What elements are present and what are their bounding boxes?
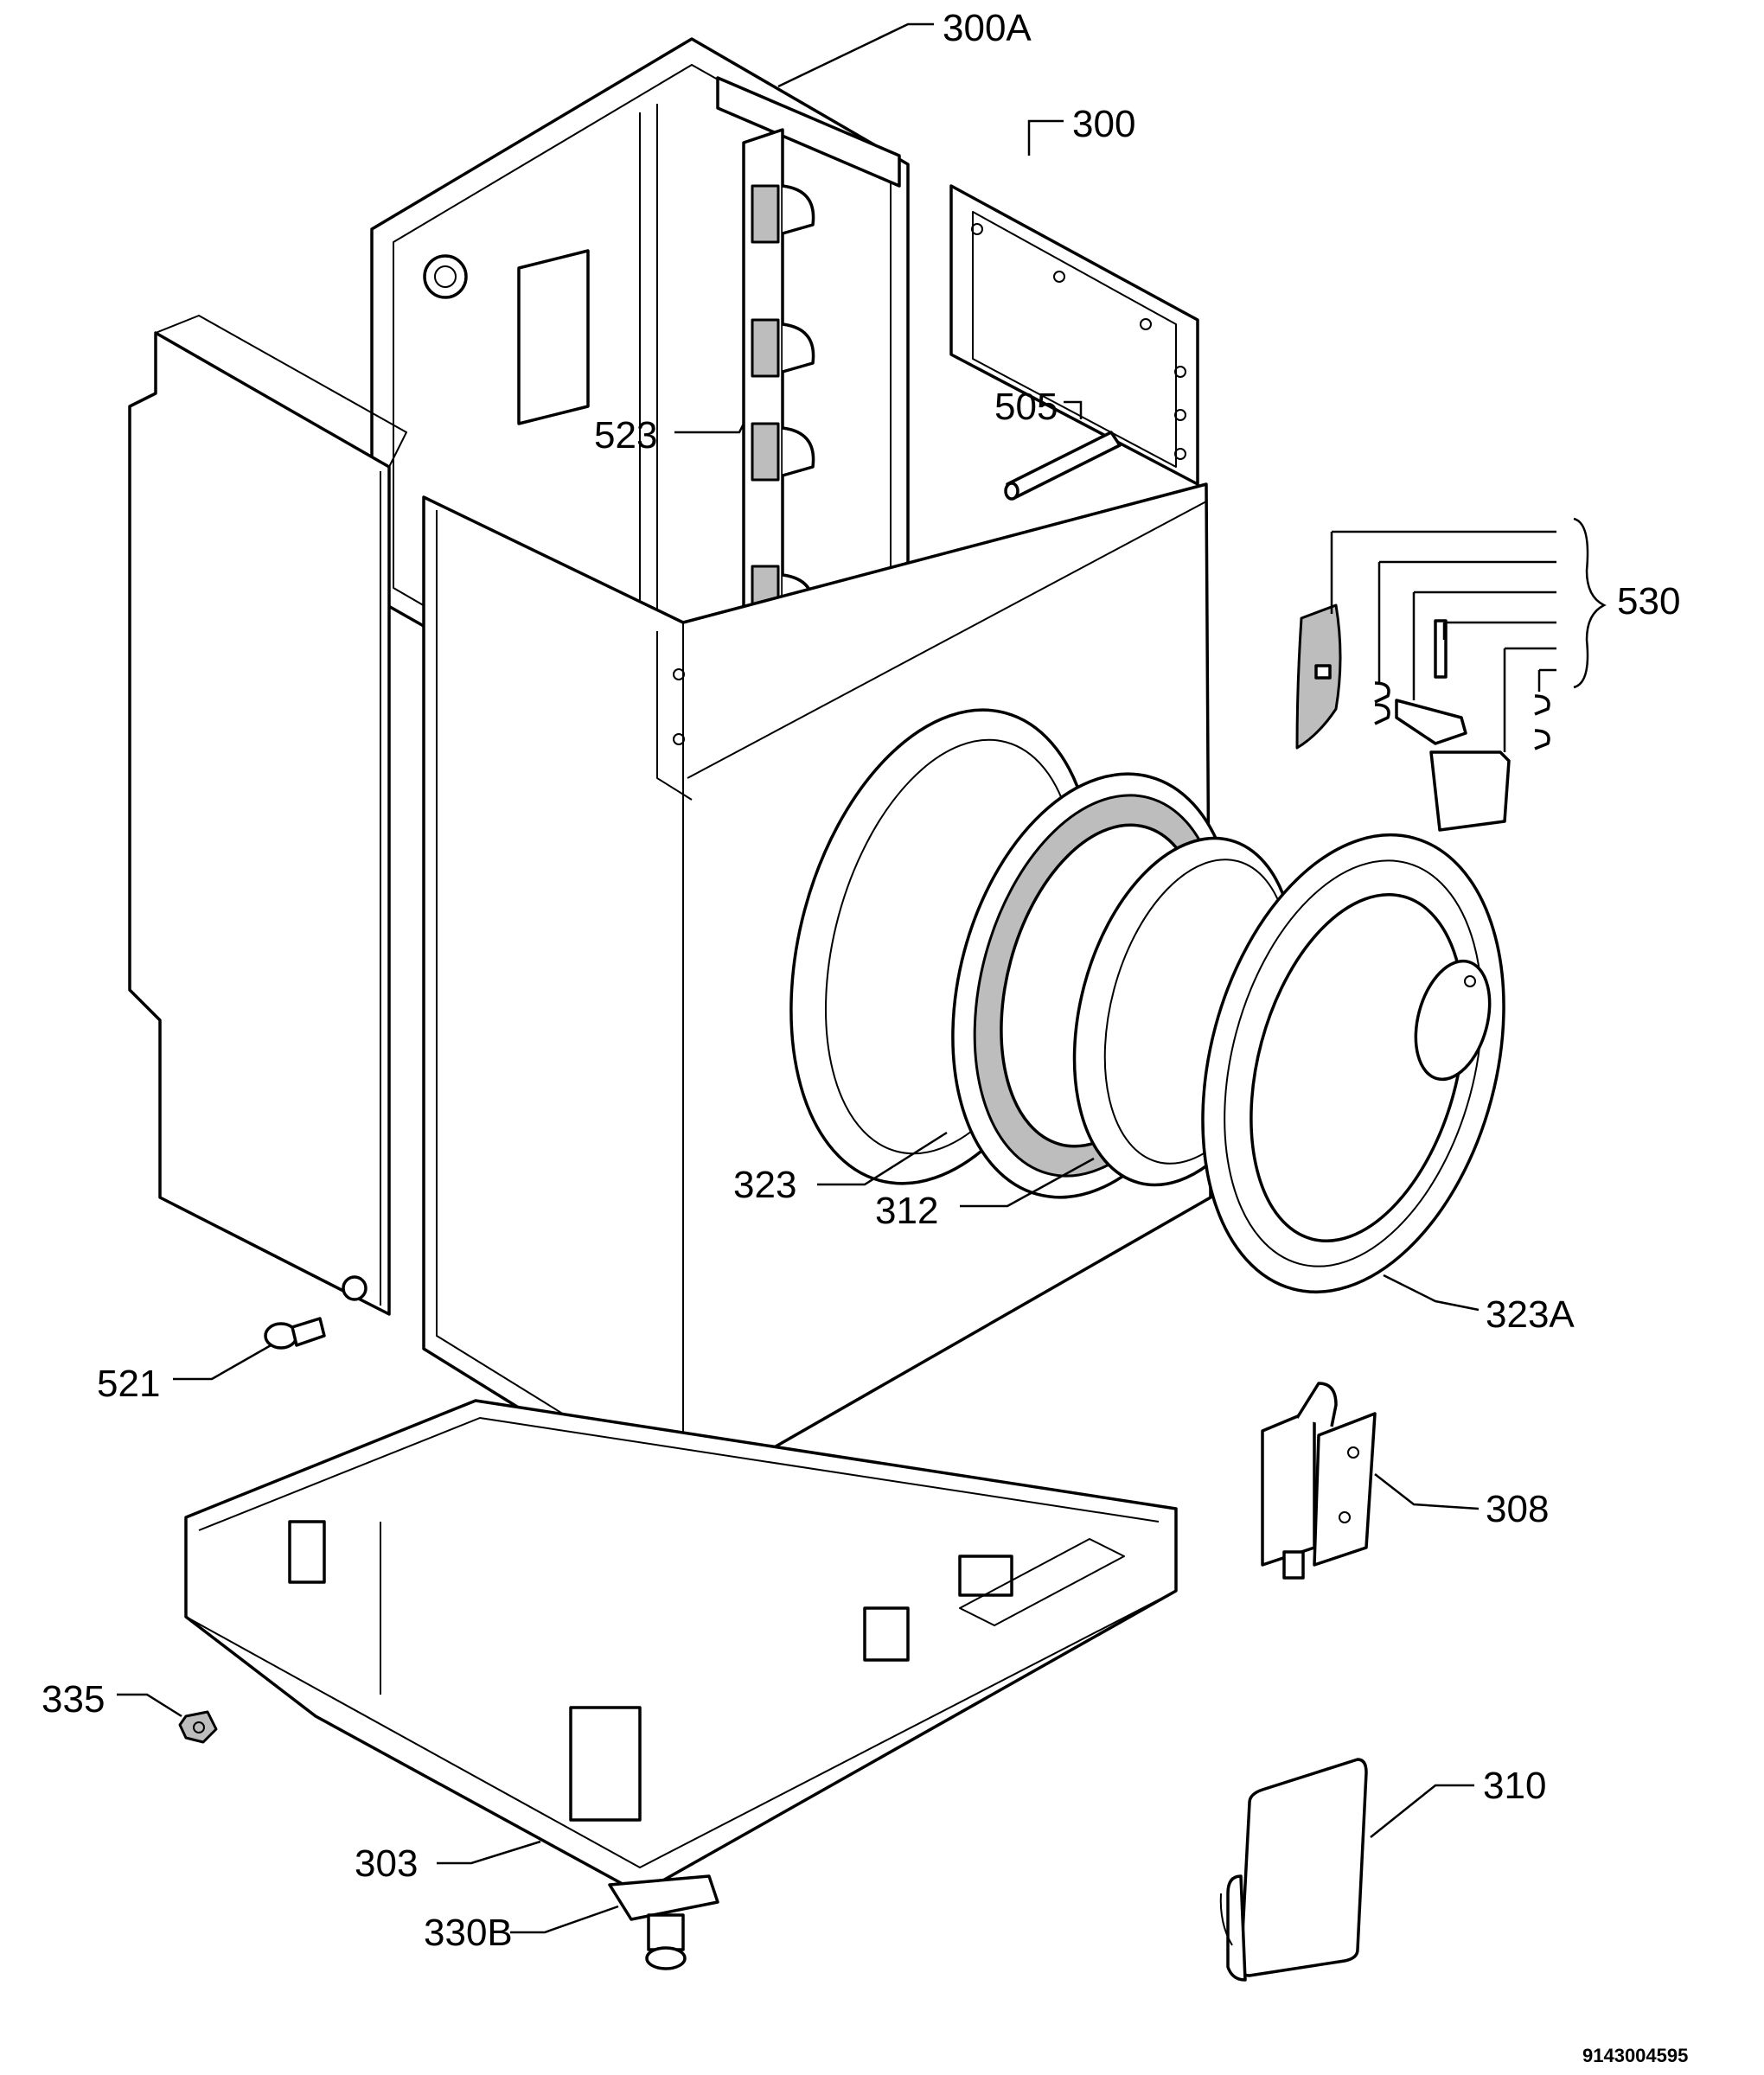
label-300A: 300A [943, 7, 1032, 49]
rod-505 [1004, 431, 1122, 501]
label-523: 523 [594, 414, 657, 456]
leader-lines [117, 22, 1480, 1934]
base-frame-303 [184, 1399, 1178, 1895]
label-330B: 330B [424, 1912, 513, 1954]
label-303: 303 [355, 1842, 418, 1885]
label-310: 310 [1483, 1765, 1546, 1807]
label-323A: 323A [1486, 1293, 1575, 1336]
nut-335 [178, 1710, 218, 1744]
left-side-panel [128, 315, 407, 1316]
right-frame-300 [949, 184, 1199, 486]
hinge-308 [1261, 1382, 1377, 1580]
cover-310 [1219, 1758, 1368, 1982]
label-521: 521 [97, 1363, 160, 1405]
label-300: 300 [1072, 103, 1135, 145]
latch-kit-530 [1295, 517, 1607, 832]
label-323: 323 [733, 1164, 796, 1206]
foot-330B [608, 1874, 719, 1970]
label-308: 308 [1486, 1488, 1549, 1530]
door-frame-323A [1201, 833, 1505, 1294]
label-505: 505 [994, 386, 1058, 428]
drawing-code: 9143004595 [1582, 2045, 1688, 2066]
label-530: 530 [1617, 580, 1680, 622]
label-335: 335 [42, 1678, 105, 1721]
screw-521 [264, 1317, 326, 1350]
rail-523 [742, 128, 815, 667]
label-312: 312 [875, 1190, 938, 1232]
